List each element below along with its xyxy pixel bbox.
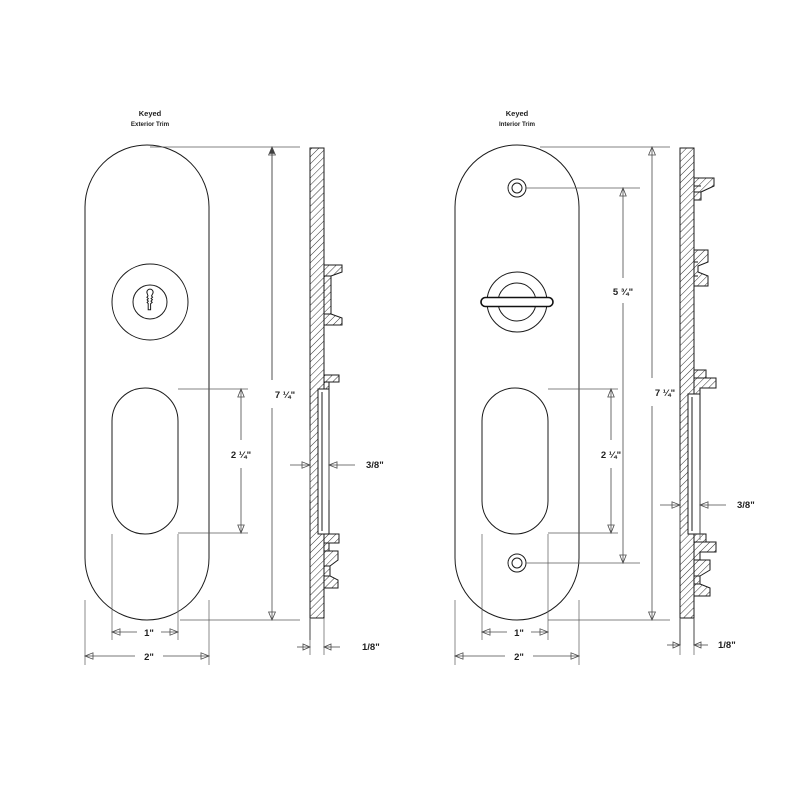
handle-recess-oval-interior (482, 388, 548, 534)
arrow-thk-left-interior (672, 641, 682, 649)
arrow-proj-exterior-b (327, 461, 338, 469)
handle-recess-oval-exterior (112, 388, 178, 534)
arrow-oval-bottom-interior (607, 524, 615, 535)
arrow-thk-right-interior (692, 641, 702, 649)
arrow-oval-top-interior (607, 387, 615, 398)
dim-label-projection-interior: 3/8" (737, 500, 755, 511)
dim-label-oval-height-exterior: 2 ¼" (231, 450, 251, 461)
arrow-proj-left-interior (671, 501, 682, 509)
arrow-height-top-exterior (267, 145, 277, 156)
screw-hole-bottom-inner (511, 557, 523, 569)
dim-label-oval-width-interior: 1" (514, 628, 524, 639)
section-view-exterior (309, 147, 343, 640)
arrow-height-bottom-exterior (267, 611, 277, 622)
arrow-2in-right-interior (570, 652, 581, 660)
dim-label-thickness-exterior: 1/8" (362, 642, 380, 653)
key-cylinder-inner (132, 284, 168, 320)
dim-label-oval-height-interior: 2 ¼" (601, 450, 621, 461)
face-plate-interior-outline (455, 145, 579, 620)
arrow-proj-exterior (301, 461, 312, 469)
face-plate-exterior-outline (85, 145, 209, 620)
interior-subtitle: Interior Trim (499, 121, 536, 128)
keyway-icon (147, 289, 153, 310)
dim-label-plate-width-exterior: 2" (144, 652, 154, 663)
view-interior-trim: Keyed Interior Trim (453, 109, 755, 665)
arrow-holespacing-bottom (619, 554, 627, 565)
key-cylinder-outer (111, 263, 189, 341)
arrow-proj-right-interior (698, 501, 709, 509)
exterior-title: Keyed (139, 109, 162, 118)
arrow-2in-right-exterior (200, 652, 211, 660)
dim-label-projection-exterior: 3/8" (366, 460, 384, 471)
arrow-thk-left-exterior (302, 643, 312, 651)
arrow-holespacing-top (619, 186, 627, 197)
dim-label-hole-spacing-interior: 5 ¾" (613, 287, 633, 298)
dim-label-oval-width-exterior: 1" (144, 628, 154, 639)
arrow-1in-left-interior (480, 628, 491, 636)
thumbturn-lever[interactable] (480, 296, 554, 308)
arrow-height-top-interior (647, 145, 657, 156)
arrow-2in-left-interior (453, 652, 464, 660)
arrow-2in-left-exterior (83, 652, 94, 660)
dim-label-overall-height-interior: 7 ¼" (655, 388, 675, 399)
interior-title: Keyed (506, 109, 529, 118)
arrow-1in-right-interior (539, 628, 550, 636)
arrow-thk-right-exterior (322, 643, 332, 651)
arrow-oval-bottom-exterior (237, 524, 245, 535)
arrow-1in-right-exterior (169, 628, 180, 636)
arrow-height-bottom-interior (647, 611, 657, 622)
screw-hole-top-inner (511, 182, 523, 194)
exterior-subtitle: Exterior Trim (131, 121, 170, 128)
dim-label-plate-width-interior: 2" (514, 652, 524, 663)
arrow-1in-left-exterior (110, 628, 121, 636)
arrow-oval-top-exterior (237, 387, 245, 398)
dim-label-thickness-interior: 1/8" (718, 640, 736, 651)
view-exterior-trim: Keyed Exterior Trim (83, 109, 384, 665)
dim-label-overall-height-exterior: 7 ¼" (275, 390, 295, 401)
section-view-interior (679, 147, 717, 645)
